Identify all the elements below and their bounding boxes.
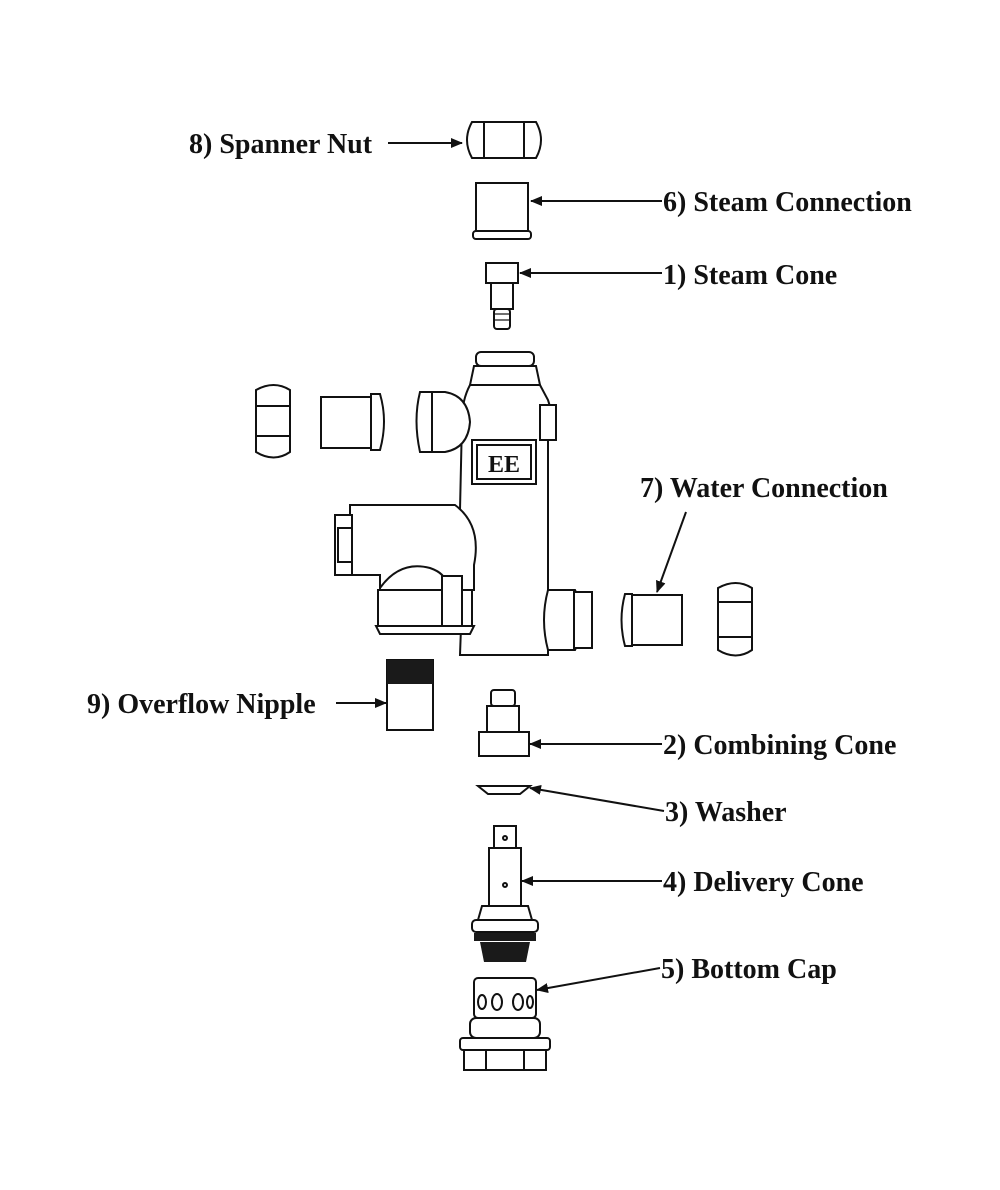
label-steam-connection: 6) Steam Connection: [663, 187, 912, 218]
washer-part: [475, 785, 533, 795]
label-combining-cone: 2) Combining Cone: [663, 730, 896, 761]
overflow-nipple-part: [386, 659, 434, 731]
leader-bottom-cap: [536, 967, 661, 993]
left-water-connection-part: [320, 393, 385, 451]
steam-connection-part: [472, 182, 532, 240]
spanner-nut-part: [466, 121, 542, 159]
leader-washer: [529, 784, 665, 812]
bottom-cap-part: [459, 977, 551, 1071]
label-washer: 3) Washer: [665, 797, 787, 828]
combining-cone-part: [478, 689, 530, 757]
label-steam-cone: 1) Steam Cone: [663, 260, 837, 291]
water-connection-part: [620, 593, 683, 647]
injector-body: EE: [334, 351, 593, 656]
label-water-connection: 7) Water Connection: [640, 473, 888, 504]
delivery-cone-part: [471, 825, 539, 962]
leader-water-connection: [656, 511, 687, 593]
leader-lines: [336, 138, 687, 993]
left-spanner-nut-part: [255, 384, 291, 459]
body-marking: EE: [488, 452, 520, 478]
label-delivery-cone: 4) Delivery Cone: [663, 867, 864, 898]
right-spanner-nut-part: [717, 582, 753, 657]
steam-cone-part: [485, 262, 519, 330]
label-overflow-nipple: 9) Overflow Nipple: [87, 689, 316, 720]
label-bottom-cap: 5) Bottom Cap: [661, 954, 837, 985]
label-spanner-nut: 8) Spanner Nut: [189, 129, 373, 160]
